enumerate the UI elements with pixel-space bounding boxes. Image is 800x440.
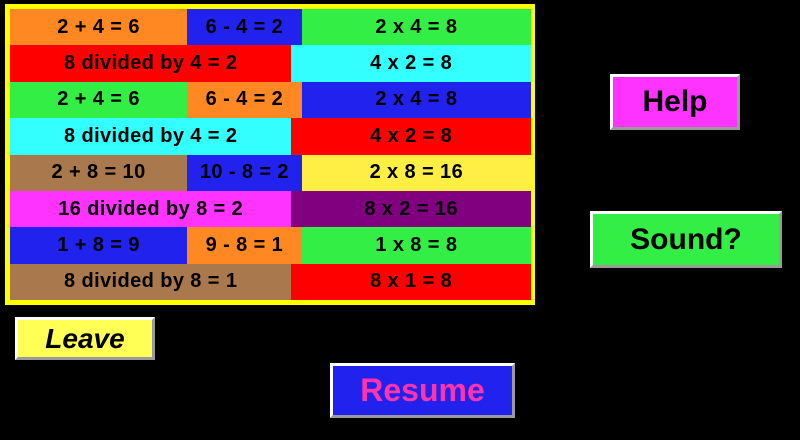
fact-cell[interactable]: 2 x 4 = 8 <box>301 9 531 46</box>
help-button-label: Help <box>642 85 708 118</box>
fact-cell[interactable]: 1 x 8 = 8 <box>301 227 531 264</box>
fact-cell[interactable]: 8 x 1 = 8 <box>291 263 531 301</box>
leave-button-label: Leave <box>45 322 125 354</box>
fact-cell[interactable]: 2 + 4 = 6 <box>10 9 188 46</box>
fact-cell[interactable]: 6 - 4 = 2 <box>187 81 302 119</box>
fact-cell[interactable]: 8 divided by 4 = 2 <box>10 118 292 155</box>
fact-cell[interactable]: 8 x 2 = 16 <box>291 190 531 228</box>
sound-button-label: Sound? <box>630 222 742 256</box>
help-button[interactable]: Help <box>610 74 740 130</box>
fact-cell[interactable]: 2 x 8 = 16 <box>301 154 531 191</box>
resume-button-label: Resume <box>360 372 485 408</box>
leave-button[interactable]: Leave <box>15 317 155 360</box>
fact-cell[interactable]: 16 divided by 8 = 2 <box>10 190 292 228</box>
fact-cell[interactable]: 1 + 8 = 9 <box>10 227 188 264</box>
fact-cell[interactable]: 8 divided by 4 = 2 <box>10 45 292 82</box>
fact-cell[interactable]: 4 x 2 = 8 <box>291 45 531 82</box>
fact-cell[interactable]: 9 - 8 = 1 <box>187 227 302 264</box>
fact-cell[interactable]: 2 + 4 = 6 <box>10 81 188 119</box>
fact-cell[interactable]: 2 + 8 = 10 <box>10 154 188 191</box>
fact-cell[interactable]: 6 - 4 = 2 <box>187 9 302 46</box>
resume-button[interactable]: Resume <box>330 363 515 418</box>
fact-cell[interactable]: 4 x 2 = 8 <box>291 118 531 155</box>
fact-cell[interactable]: 10 - 8 = 2 <box>187 154 302 191</box>
fact-cell[interactable]: 2 x 4 = 8 <box>301 81 531 119</box>
fact-cell[interactable]: 8 divided by 8 = 1 <box>10 263 292 301</box>
sound-button[interactable]: Sound? <box>590 211 782 268</box>
